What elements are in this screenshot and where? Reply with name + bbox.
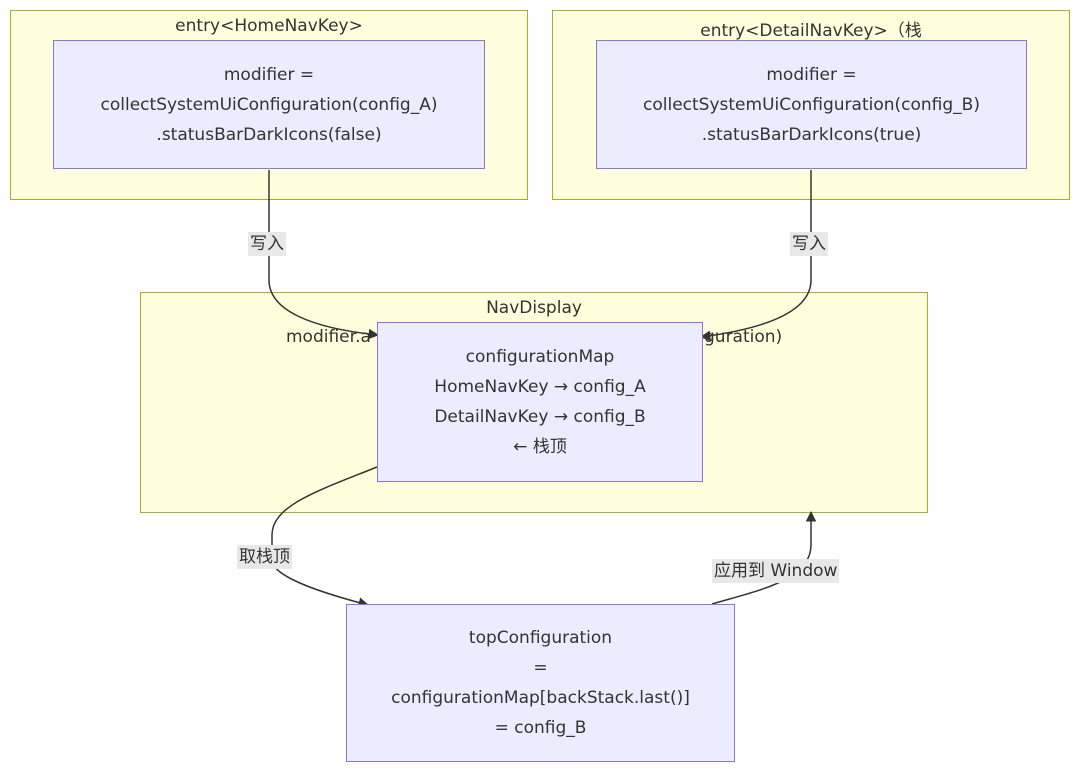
- node-configuration-map-line: ← 栈顶: [513, 437, 567, 457]
- node-top-configuration: topConfiguration = configurationMap[back…: [346, 604, 735, 762]
- node-detail-modifier: modifier = collectSystemUiConfiguration(…: [596, 40, 1027, 169]
- node-home-modifier-line: collectSystemUiConfiguration(config_A): [100, 94, 438, 115]
- cluster-nav-display-subtitle-left: modifier.a: [286, 327, 371, 347]
- edge-label-take-top: 取栈顶: [237, 545, 292, 569]
- cluster-nav-display-subtitle-right: guration): [704, 327, 783, 347]
- node-detail-modifier-line: collectSystemUiConfiguration(config_B): [643, 94, 980, 115]
- node-home-modifier-line: modifier =: [223, 64, 315, 85]
- edge-map-to-top: [271, 466, 378, 608]
- cluster-nav-display-title: NavDisplay: [486, 298, 582, 318]
- node-top-configuration-line: =: [533, 658, 548, 678]
- node-detail-modifier-line: modifier =: [766, 64, 857, 85]
- cluster-detail-entry-title: entry<DetailNavKey>（栈: [700, 21, 922, 41]
- node-home-modifier: modifier = collectSystemUiConfiguration(…: [53, 40, 485, 169]
- node-top-configuration-line: topConfiguration: [468, 628, 613, 648]
- edge-label-apply-window: 应用到 Window: [712, 559, 840, 583]
- node-configuration-map-line: configurationMap: [465, 347, 615, 367]
- node-home-modifier-line: .statusBarDarkIcons(false): [156, 124, 382, 145]
- edge-top-to-navdisplay: [711, 510, 817, 605]
- node-detail-modifier-line: .statusBarDarkIcons(true): [701, 124, 922, 145]
- cluster-home-entry-title: entry<HomeNavKey>: [175, 16, 363, 36]
- node-top-configuration-line: = config_B: [494, 718, 587, 738]
- node-configuration-map: configurationMap HomeNavKey → config_A D…: [377, 322, 703, 482]
- node-configuration-map-line: HomeNavKey → config_A: [434, 377, 646, 397]
- edge-home-to-map: [268, 170, 380, 340]
- edge-detail-to-map: [699, 170, 812, 341]
- node-configuration-map-line: DetailNavKey → config_B: [434, 407, 646, 427]
- edge-label-home-write: 写入: [248, 232, 286, 256]
- node-top-configuration-line: configurationMap[backStack.last()]: [391, 688, 690, 708]
- edge-label-detail-write: 写入: [790, 232, 828, 256]
